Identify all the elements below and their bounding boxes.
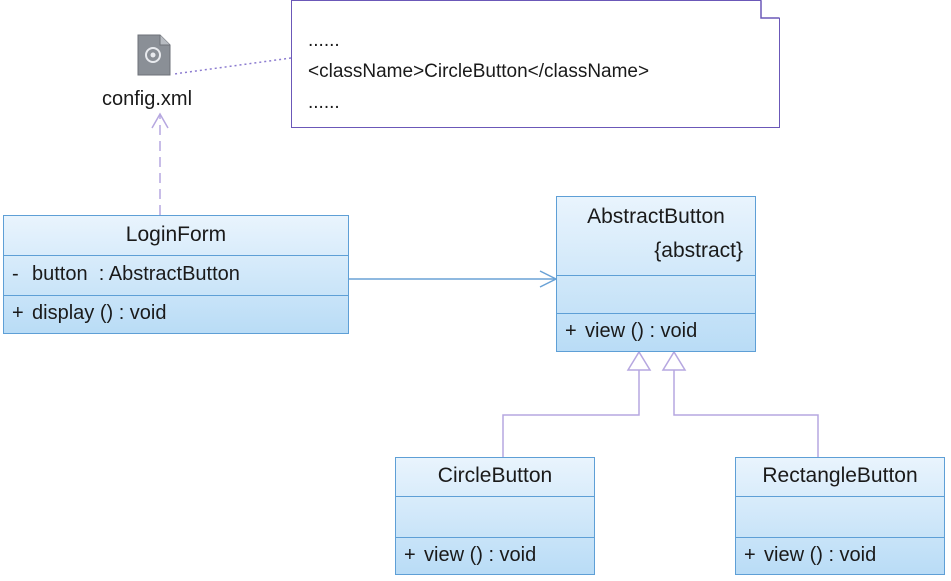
class-name: RectangleButton [762, 464, 918, 487]
class-name: LoginForm [125, 223, 227, 246]
visibility-public: + [12, 302, 24, 324]
class-circlebutton[interactable]: CircleButton + view () : void [395, 457, 595, 575]
generalization-rectangle-triangle [661, 350, 687, 371]
class-name-section: RectangleButton [736, 458, 944, 496]
operation-row: + view () : void [736, 538, 944, 567]
class-rectanglebutton[interactable]: RectangleButton + view () : void [735, 457, 945, 575]
visibility-public: + [744, 544, 756, 566]
generalization-rectangle-line [673, 370, 819, 457]
attributes-section [396, 496, 594, 537]
note-line: <className>CircleButton</className> [308, 61, 650, 82]
note-fold-corner [760, 0, 779, 19]
dependency-arrowhead [151, 112, 169, 129]
class-name-section: CircleButton [396, 458, 594, 496]
visibility-private: - [12, 263, 19, 285]
class-name-section: AbstractButton {abstract} [557, 197, 755, 275]
attributes-section [736, 496, 944, 537]
operation-text: view () : void [424, 544, 537, 566]
attribute-row: -button : AbstractButton [4, 256, 348, 286]
operations-section: + view () : void [736, 537, 944, 573]
attributes-section [557, 275, 755, 313]
operation-row: + view () : void [557, 314, 755, 343]
operation-text: view () : void [764, 544, 877, 566]
attribute-text: button : AbstractButton [32, 263, 240, 285]
operations-section: + view () : void [557, 313, 755, 350]
note-anchor-line [173, 57, 292, 75]
note-line: ...... [308, 92, 340, 113]
attributes-section: -button : AbstractButton [4, 255, 348, 295]
class-loginform[interactable]: LoginForm -button : AbstractButton + disp… [3, 215, 349, 334]
visibility-public: + [404, 544, 416, 566]
visibility-public: + [565, 320, 577, 342]
operations-section: + view () : void [396, 537, 594, 573]
operation-text: display () : void [32, 302, 167, 324]
generalization-circle-line [502, 370, 640, 457]
generalization-circle-triangle [626, 350, 652, 371]
note-line: ...... [308, 30, 340, 51]
operation-row: + view () : void [396, 538, 594, 567]
xml-file-icon[interactable] [136, 33, 172, 77]
class-stereotype: {abstract} [654, 239, 743, 262]
operations-section: + display () : void [4, 295, 348, 332]
class-abstractbutton[interactable]: AbstractButton {abstract} + view () : voi… [556, 196, 756, 352]
class-name-section: LoginForm [4, 216, 348, 255]
operation-row: + display () : void [4, 296, 348, 325]
operation-text: view () : void [585, 320, 698, 342]
note[interactable]: ...... <className>CircleButton</classNam… [291, 0, 780, 128]
class-name: CircleButton [437, 464, 553, 487]
class-name: AbstractButton [587, 205, 725, 228]
config-file-label: config.xml [102, 88, 193, 110]
